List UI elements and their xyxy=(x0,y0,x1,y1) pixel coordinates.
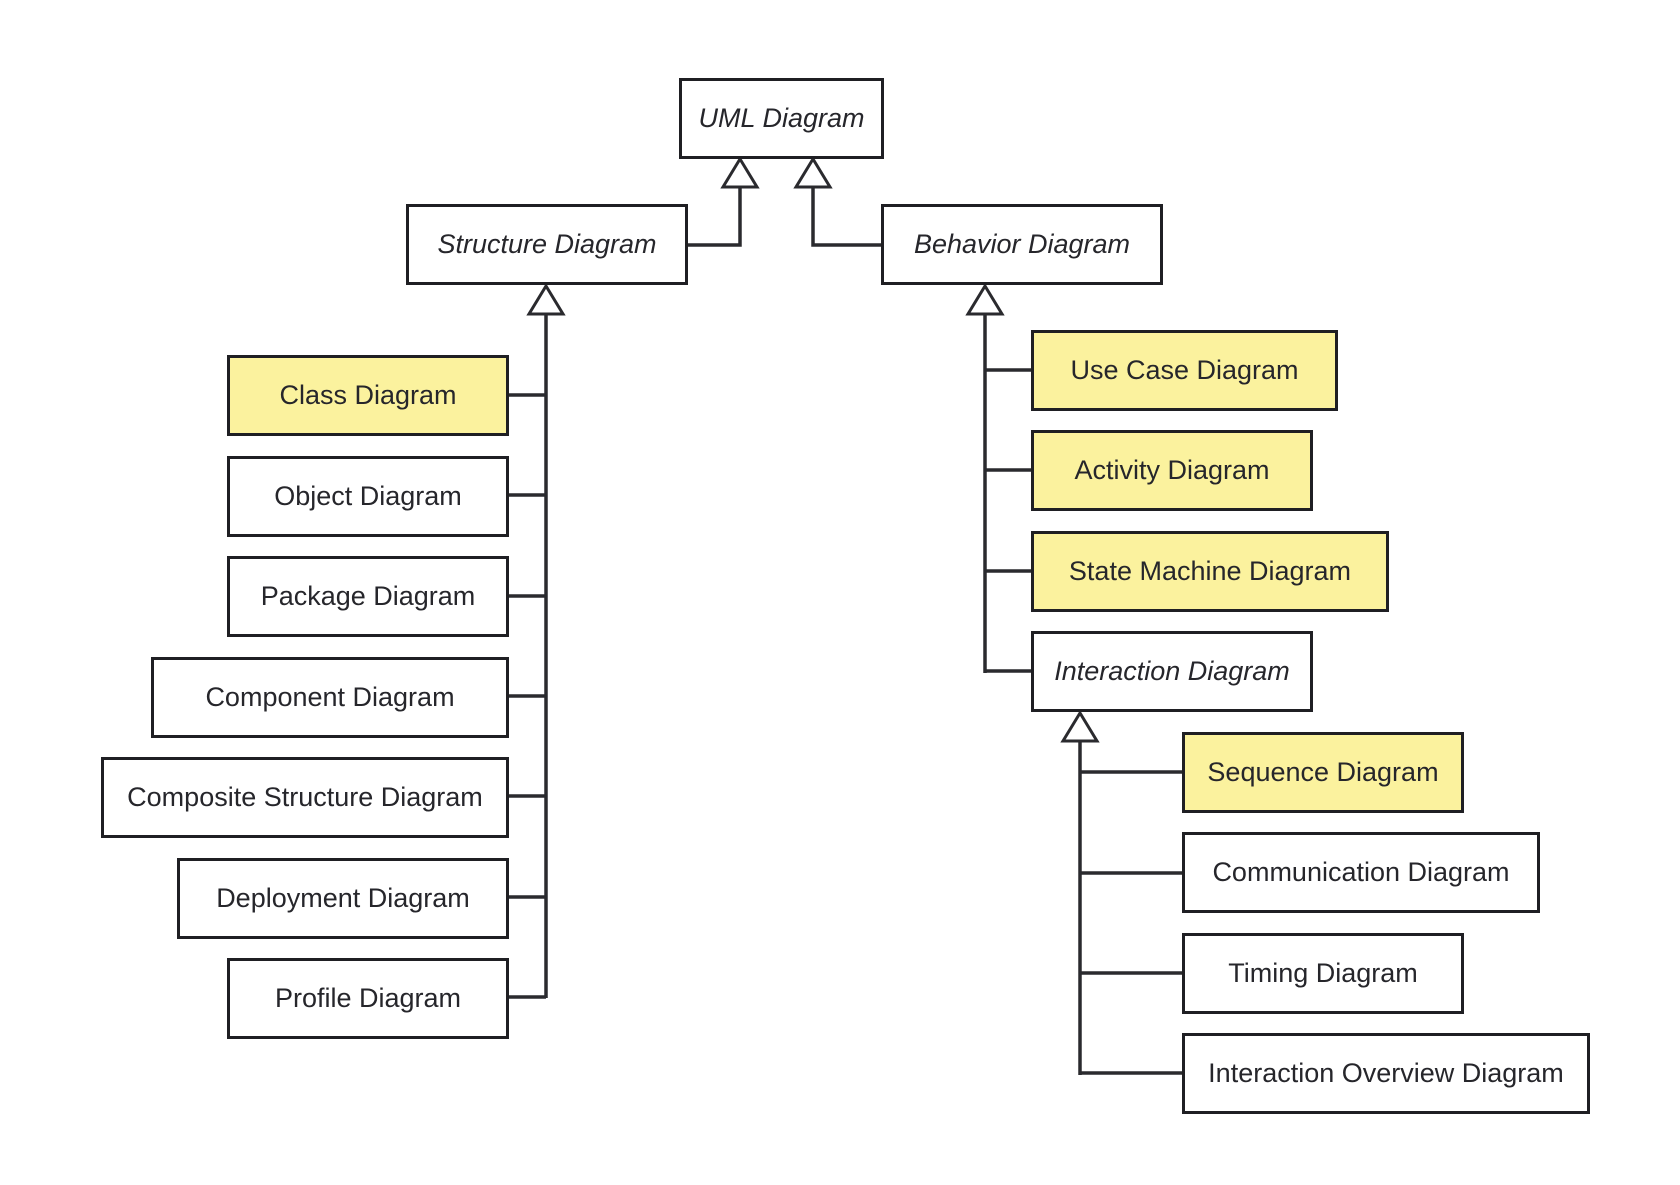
node-sequence-diagram: Sequence Diagram xyxy=(1182,732,1464,813)
edge-structure-uml xyxy=(688,187,742,247)
node-activity-diagram: Activity Diagram xyxy=(1031,430,1313,511)
node-state-machine-diagram: State Machine Diagram xyxy=(1031,531,1389,612)
node-timing-diagram: Timing Diagram xyxy=(1182,933,1464,1014)
arrowhead-structure-children xyxy=(526,283,566,316)
node-interaction-diagram: Interaction Diagram xyxy=(1031,631,1313,712)
edge-behavior-uml xyxy=(811,187,881,247)
node-communication-diagram: Communication Diagram xyxy=(1182,832,1540,913)
node-interaction-overview-diagram: Interaction Overview Diagram xyxy=(1182,1033,1590,1114)
node-uml-diagram: UML Diagram xyxy=(679,78,884,159)
node-object-diagram: Object Diagram xyxy=(227,456,509,537)
node-use-case-diagram: Use Case Diagram xyxy=(1031,330,1338,411)
node-composite-structure-diagram: Composite Structure Diagram xyxy=(101,757,509,838)
node-structure-diagram: Structure Diagram xyxy=(406,204,688,285)
node-package-diagram: Package Diagram xyxy=(227,556,509,637)
arrowhead-behavior-children xyxy=(965,283,1005,316)
node-behavior-diagram: Behavior Diagram xyxy=(881,204,1163,285)
node-deployment-diagram: Deployment Diagram xyxy=(177,858,509,939)
node-class-diagram: Class Diagram xyxy=(227,355,509,436)
node-profile-diagram: Profile Diagram xyxy=(227,958,509,1039)
node-component-diagram: Component Diagram xyxy=(151,657,509,738)
arrowhead-behavior-uml xyxy=(793,156,833,189)
arrowhead-structure-uml xyxy=(720,156,760,189)
arrowhead-interaction-children xyxy=(1060,710,1100,743)
